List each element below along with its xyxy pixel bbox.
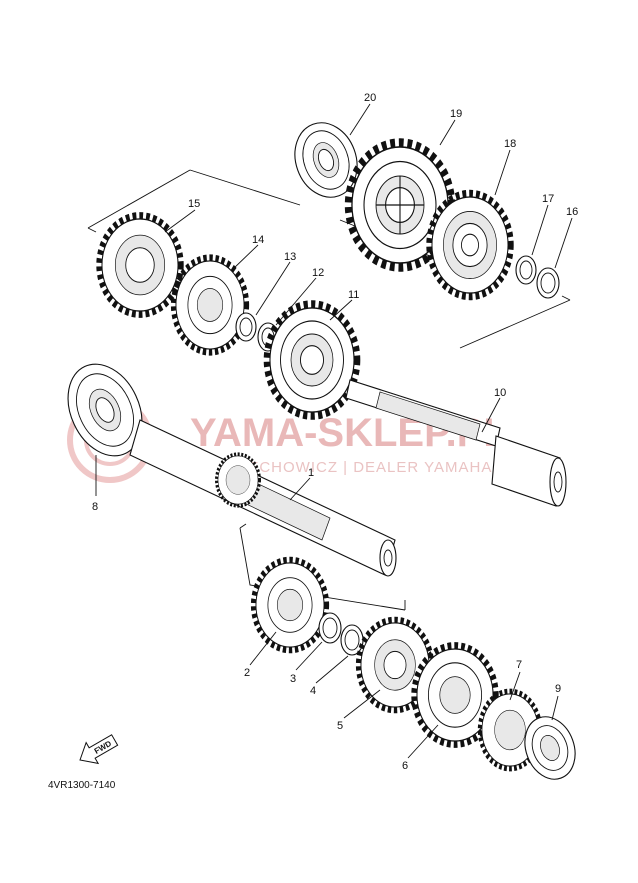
callout-14: 14 <box>252 234 264 246</box>
gear-19 <box>348 143 451 268</box>
circlip-16 <box>536 267 560 299</box>
main-axle-1 <box>129 419 397 577</box>
callout-12: 12 <box>312 267 324 279</box>
callout-18: 18 <box>504 138 516 150</box>
watermark-sub: WOJCIECHOWICZ | DEALER YAMAHA <box>195 459 492 476</box>
callout-labels: 1 2 3 4 5 6 7 8 9 10 11 12 13 14 15 16 1… <box>92 92 578 772</box>
gear-2 <box>253 560 326 650</box>
callout-20: 20 <box>364 92 376 104</box>
circlip-4 <box>340 624 364 656</box>
gear-7 <box>480 691 540 768</box>
washer-13 <box>235 312 257 342</box>
callout-19: 19 <box>450 108 462 120</box>
gear-15 <box>99 216 181 315</box>
callout-9: 9 <box>555 683 561 695</box>
bearing-8 <box>67 363 143 457</box>
fwd-arrow-icon: FWD <box>79 734 119 765</box>
washer-17 <box>515 255 537 285</box>
callout-3: 3 <box>290 673 296 685</box>
main-axle-pinion <box>214 452 262 508</box>
callout-7: 7 <box>516 659 522 671</box>
gear-11 <box>267 304 357 416</box>
bearing-20 <box>294 122 358 198</box>
callout-6: 6 <box>402 760 408 772</box>
main-axle-group-frame <box>239 523 406 611</box>
gear-5 <box>358 620 431 710</box>
callout-1: 1 <box>308 467 314 479</box>
leader-lines <box>95 103 573 759</box>
drive-axle-10 <box>345 379 567 507</box>
gear-14 <box>173 258 246 353</box>
gear-18 <box>429 193 511 296</box>
callout-17: 17 <box>542 193 554 205</box>
bearing-9 <box>524 716 576 780</box>
callout-15: 15 <box>188 198 200 210</box>
callout-2: 2 <box>244 667 250 679</box>
callout-5: 5 <box>337 720 343 732</box>
callout-16: 16 <box>566 206 578 218</box>
callout-11: 11 <box>348 289 359 301</box>
callout-8: 8 <box>92 501 98 513</box>
washer-3 <box>318 612 342 644</box>
part-code: 4VR1300-7140 <box>48 780 116 791</box>
gear-6 <box>414 646 496 745</box>
callout-4: 4 <box>310 685 316 697</box>
callout-13: 13 <box>284 251 296 263</box>
callout-10: 10 <box>494 387 506 399</box>
